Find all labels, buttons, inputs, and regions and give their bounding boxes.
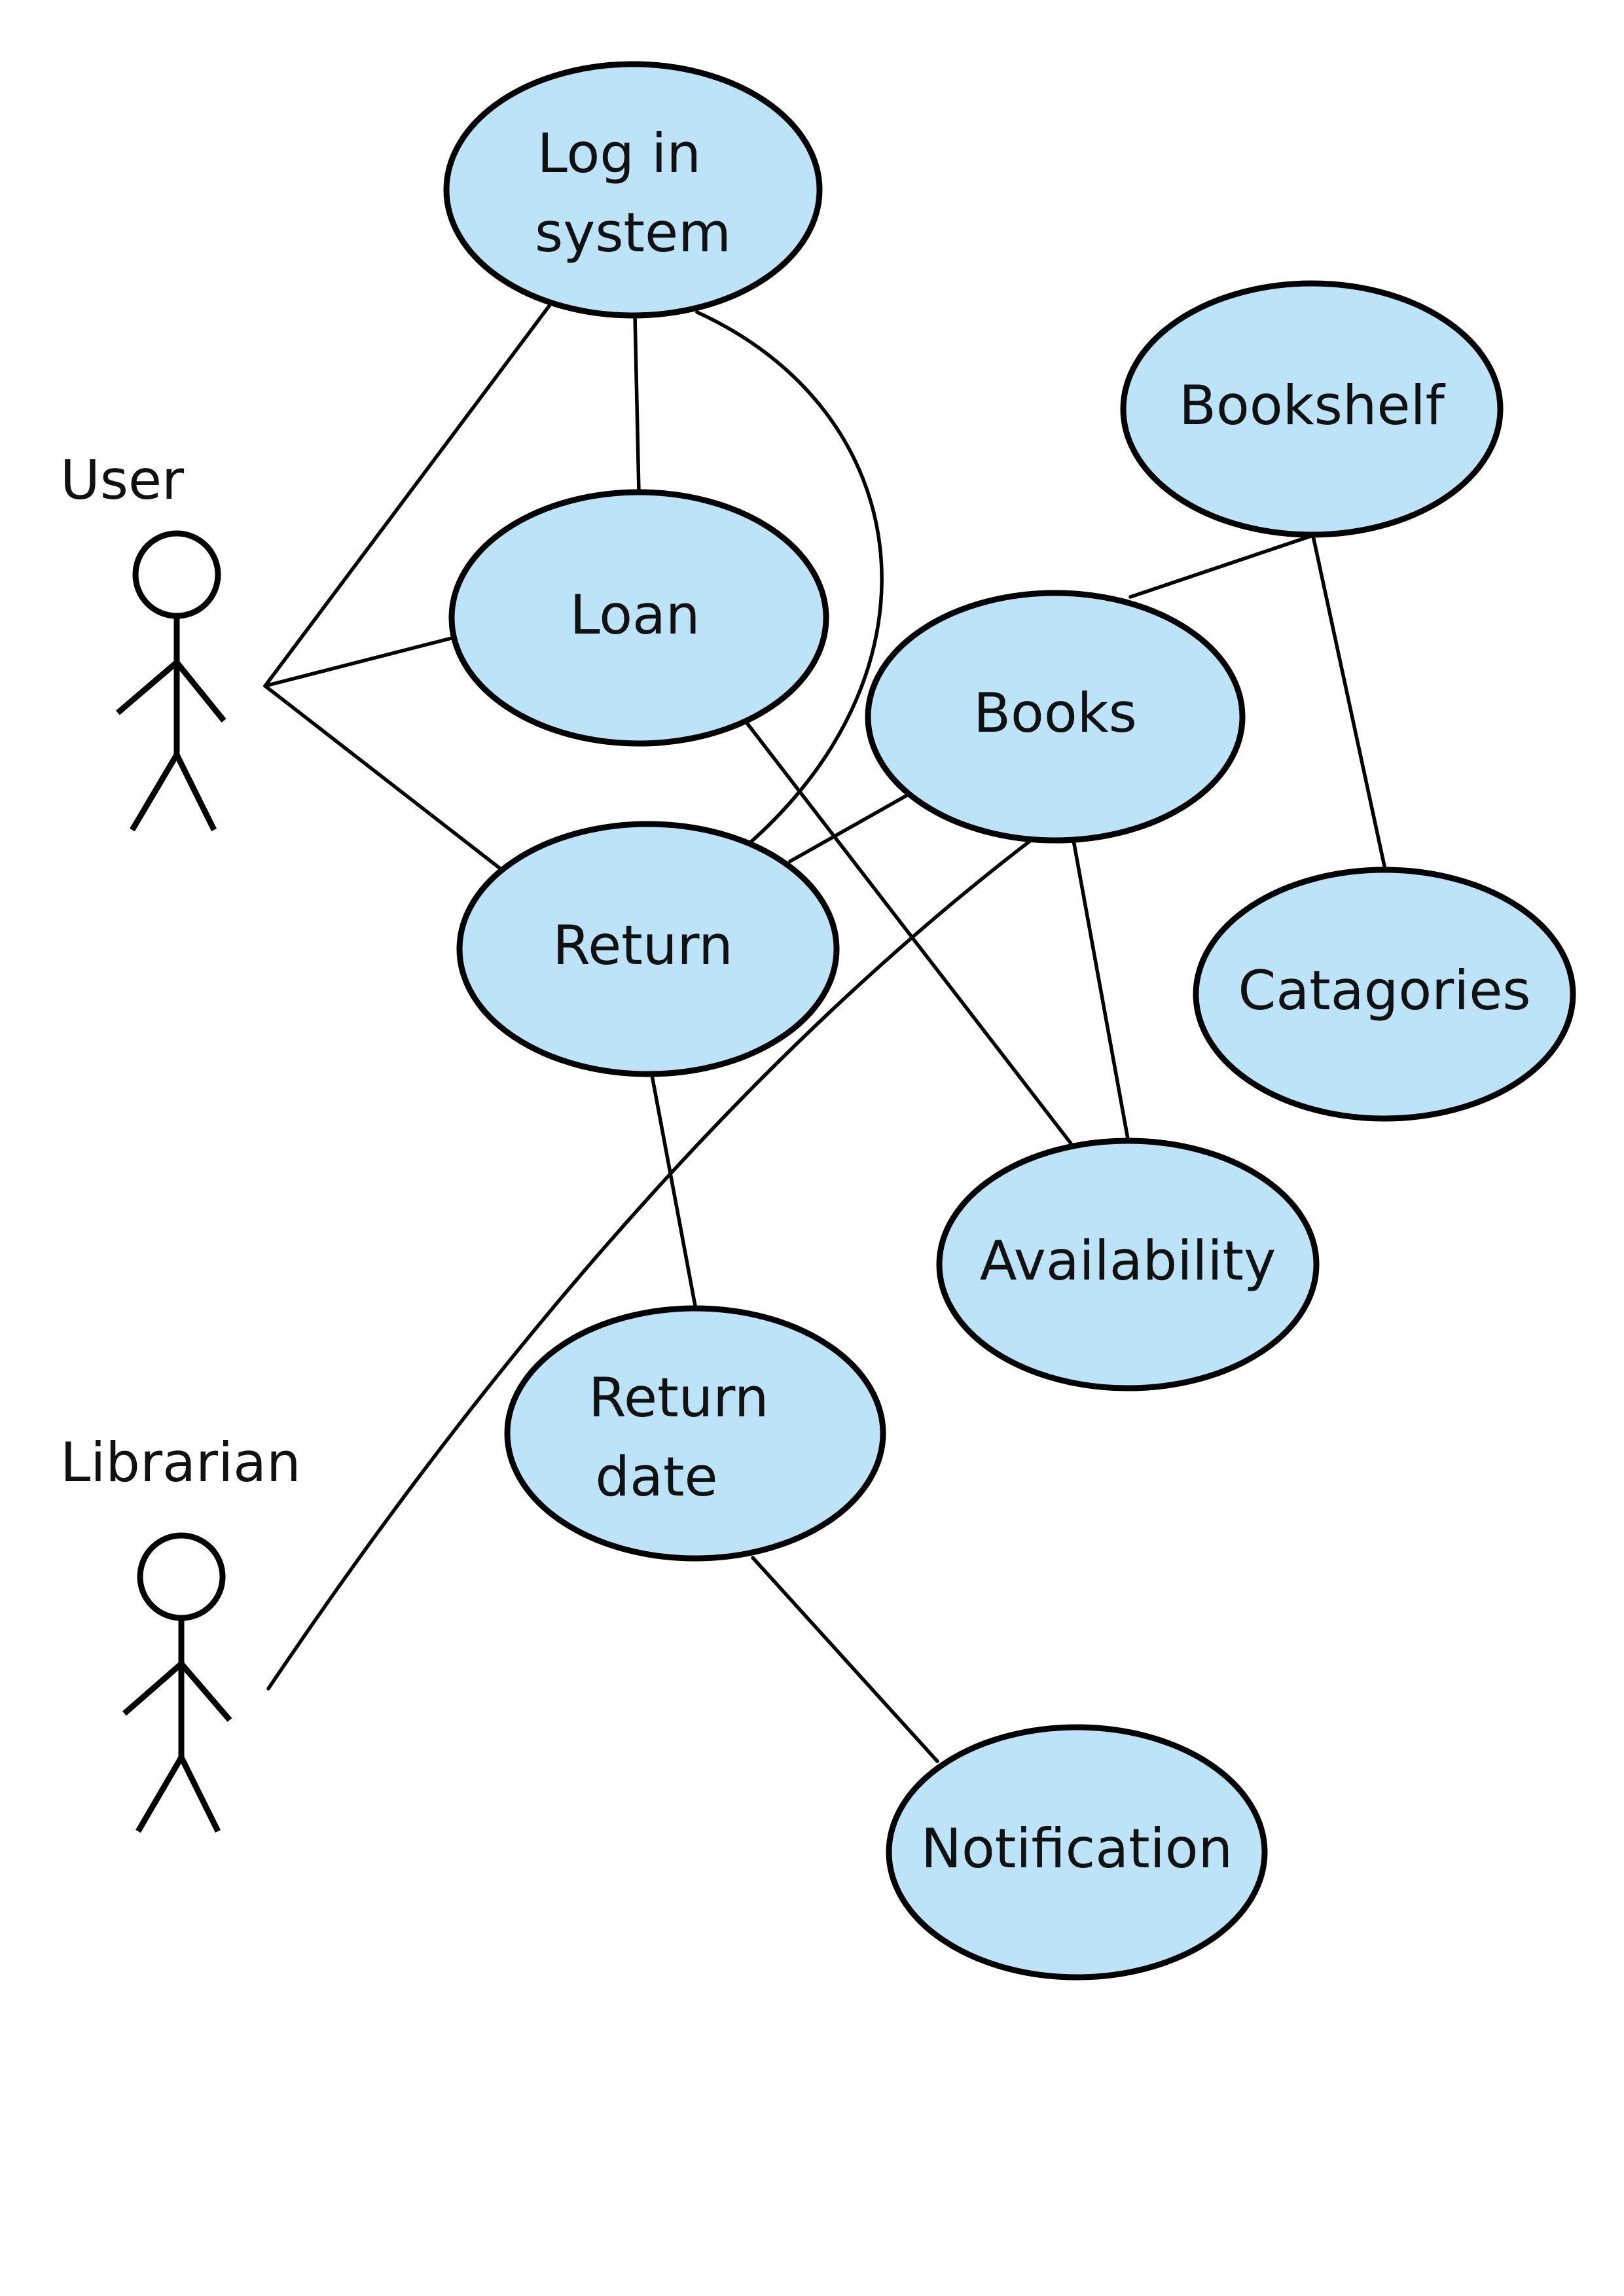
associations bbox=[263, 300, 1387, 1763]
svg-text:Return date: Return date bbox=[588, 1366, 786, 1509]
actor-user: User bbox=[60, 448, 226, 832]
use-case-notification: Notification bbox=[886, 1724, 1268, 1981]
association-user-login bbox=[263, 300, 554, 688]
use-case-books-label: Books bbox=[973, 681, 1137, 745]
association-return-returndate bbox=[650, 1073, 697, 1308]
use-case-login-line-1: Log in bbox=[537, 122, 701, 185]
use-case-return-date-line-1: Return bbox=[588, 1366, 768, 1429]
use-case-loan: Loan bbox=[448, 489, 829, 747]
use-case-bookshelf-label: Bookshelf bbox=[1179, 374, 1446, 437]
use-case-catagories: Catagories bbox=[1193, 867, 1576, 1122]
use-case-bookshelf: Bookshelf bbox=[1120, 280, 1504, 538]
use-case-login: Log in system bbox=[443, 61, 823, 319]
association-login-return bbox=[695, 310, 884, 846]
use-case-loan-label: Loan bbox=[569, 583, 700, 647]
association-returndate-notification bbox=[751, 1556, 939, 1763]
stick-figure-icon bbox=[116, 530, 226, 832]
association-loan-availability bbox=[739, 713, 1073, 1145]
use-case-availability: Availability bbox=[936, 1138, 1320, 1391]
use-case-catagories-label: Catagories bbox=[1238, 959, 1530, 1022]
association-librarian-books bbox=[266, 836, 1036, 1691]
use-case-return-date-line-2: date bbox=[595, 1445, 717, 1509]
actor-librarian: Librarian bbox=[60, 1431, 301, 1833]
association-login-loan bbox=[633, 314, 641, 494]
use-case-return: Return bbox=[456, 821, 840, 1077]
use-case-return-label: Return bbox=[552, 914, 732, 977]
svg-text:Log in system: Log in system bbox=[535, 122, 731, 264]
use-case-books: Books bbox=[865, 590, 1246, 844]
use-case-availability-label: Availability bbox=[980, 1229, 1276, 1293]
association-books-availability bbox=[1072, 838, 1130, 1141]
actor-user-label: User bbox=[60, 448, 185, 512]
use-case-notification-label: Notification bbox=[921, 1817, 1233, 1880]
association-bookshelf-catagories bbox=[1311, 534, 1387, 871]
actor-librarian-label: Librarian bbox=[60, 1431, 301, 1494]
association-user-return bbox=[263, 684, 505, 872]
use-case-login-line-2: system bbox=[535, 201, 731, 264]
association-books-return bbox=[788, 788, 918, 863]
association-user-loan bbox=[263, 636, 454, 688]
use-case-return-date: Return date bbox=[504, 1305, 886, 1562]
association-bookshelf-books bbox=[1128, 534, 1313, 599]
stick-figure-icon bbox=[122, 1532, 232, 1833]
